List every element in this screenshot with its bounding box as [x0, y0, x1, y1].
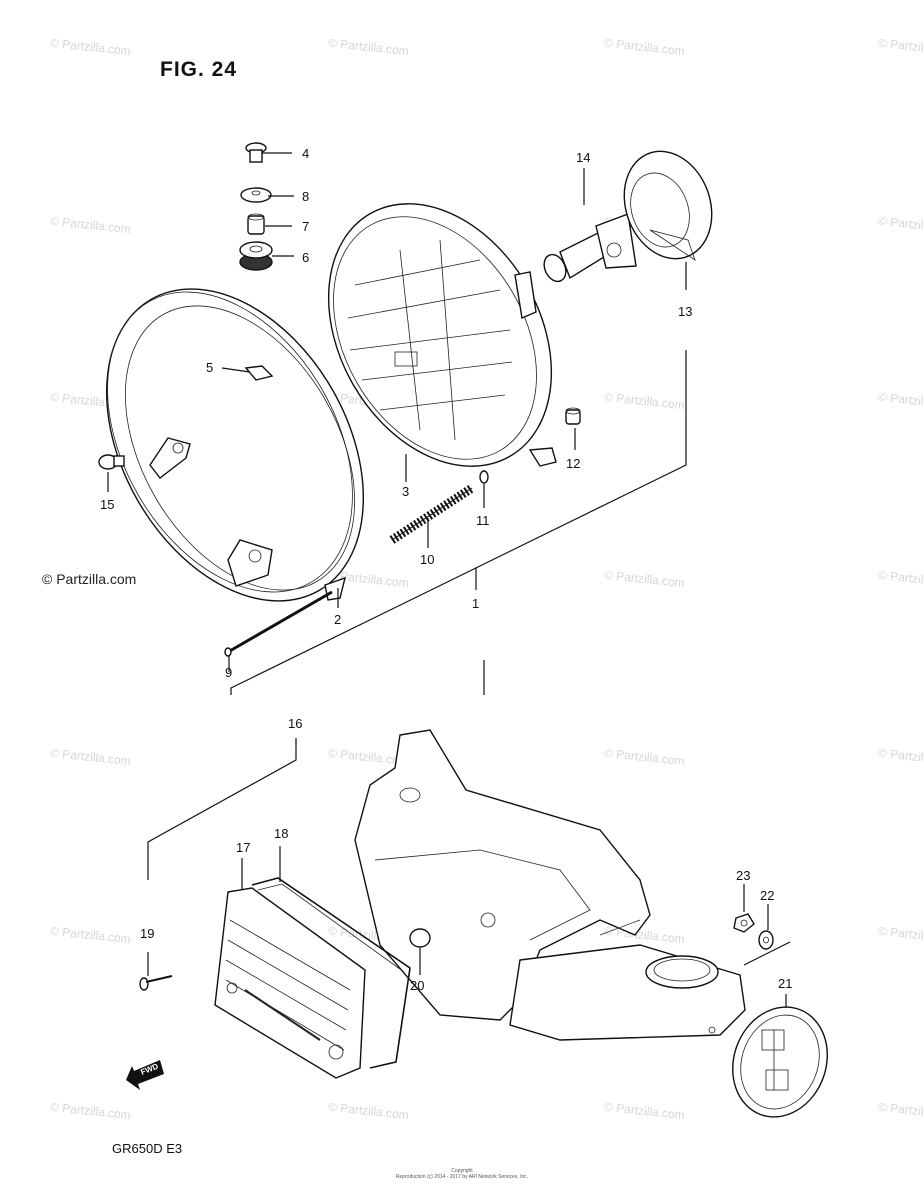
copyright-line-2: Reproduction (c) 2014 - 2017 by ARI Netw… [395, 1174, 529, 1180]
callout-4: 4 [302, 146, 309, 161]
leader-lines [107, 152, 791, 1008]
callout-14: 14 [576, 150, 590, 165]
figure-title: FIG. 24 [160, 58, 238, 81]
callout-15: 15 [100, 497, 114, 512]
headlight-housing-16[interactable] [354, 729, 746, 1041]
forward-direction-badge: FWD [126, 1060, 164, 1090]
grommet-12[interactable] [565, 407, 581, 425]
model-code: GR650D E3 [112, 1141, 183, 1156]
copyright-footer: Copyright Reproduction (c) 2014 - 2017 b… [392, 1168, 532, 1180]
callout-12: 12 [566, 456, 580, 471]
bulb-14[interactable] [540, 213, 637, 285]
washer-8[interactable] [240, 187, 272, 203]
callout-13: 13 [678, 304, 692, 319]
callout-1: 1 [472, 596, 479, 611]
callout-16: 16 [288, 716, 302, 731]
callout-8: 8 [302, 189, 309, 204]
bolt-15[interactable] [98, 454, 125, 470]
nut-20[interactable] [409, 928, 431, 948]
callout-17: 17 [236, 840, 250, 855]
nut-5[interactable] [244, 365, 274, 381]
headlight-unit[interactable] [283, 164, 596, 506]
callout-19: 19 [140, 926, 154, 941]
callout-22: 22 [760, 888, 774, 903]
nut-23[interactable] [733, 913, 755, 933]
callout-5: 5 [206, 360, 213, 375]
collar-7[interactable] [247, 213, 265, 235]
screw-19[interactable] [139, 975, 173, 991]
callout-11: 11 [476, 513, 490, 528]
callout-20: 20 [410, 978, 424, 993]
screw-9[interactable] [224, 590, 333, 657]
spring-10[interactable] [389, 484, 475, 544]
socket-cover-13[interactable] [610, 139, 727, 271]
copyright-line-1: Copyright [451, 1168, 473, 1174]
washer-22[interactable] [758, 930, 774, 950]
cushion-6[interactable] [239, 241, 273, 271]
callout-9: 9 [225, 665, 232, 680]
callout-6: 6 [302, 250, 309, 265]
callout-18: 18 [274, 826, 288, 841]
gasket-18[interactable] [251, 877, 411, 1069]
washer-11[interactable] [479, 470, 489, 484]
callout-2: 2 [334, 612, 341, 627]
callout-23: 23 [736, 868, 750, 883]
callout-7: 7 [302, 219, 309, 234]
cap-21[interactable] [718, 994, 843, 1131]
headlight-rim[interactable] [54, 244, 416, 647]
callout-10: 10 [420, 552, 434, 567]
callout-3: 3 [402, 484, 409, 499]
callout-numbers: 4 8 7 6 5 14 13 12 11 10 3 2 1 15 9 16 1… [100, 146, 792, 993]
grille-17[interactable] [214, 887, 366, 1079]
screw-4[interactable] [245, 142, 267, 163]
callout-21: 21 [778, 976, 792, 991]
partzilla-label: © Partzilla.com [42, 571, 137, 587]
